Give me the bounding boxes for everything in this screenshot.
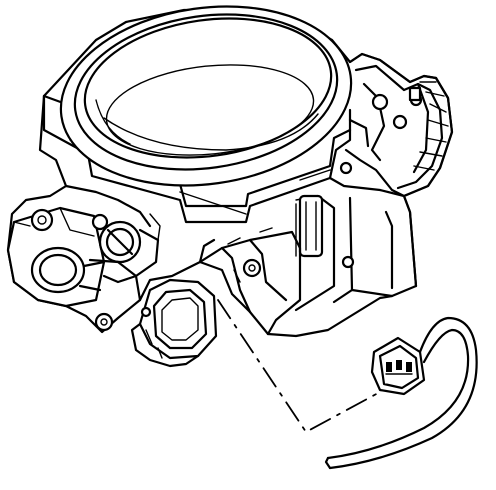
wiring-connector <box>370 336 426 396</box>
dash-dot-leader <box>217 299 381 434</box>
sensor-connector <box>130 278 218 368</box>
throttle-bore <box>59 5 353 187</box>
wire-pigtail <box>324 316 478 470</box>
throttle-position-sensor <box>88 213 161 332</box>
housing-lower-center <box>198 227 302 336</box>
throttle-linkage <box>344 52 454 198</box>
housing-lower-right <box>294 161 418 312</box>
idle-air-control-valve <box>6 184 152 308</box>
